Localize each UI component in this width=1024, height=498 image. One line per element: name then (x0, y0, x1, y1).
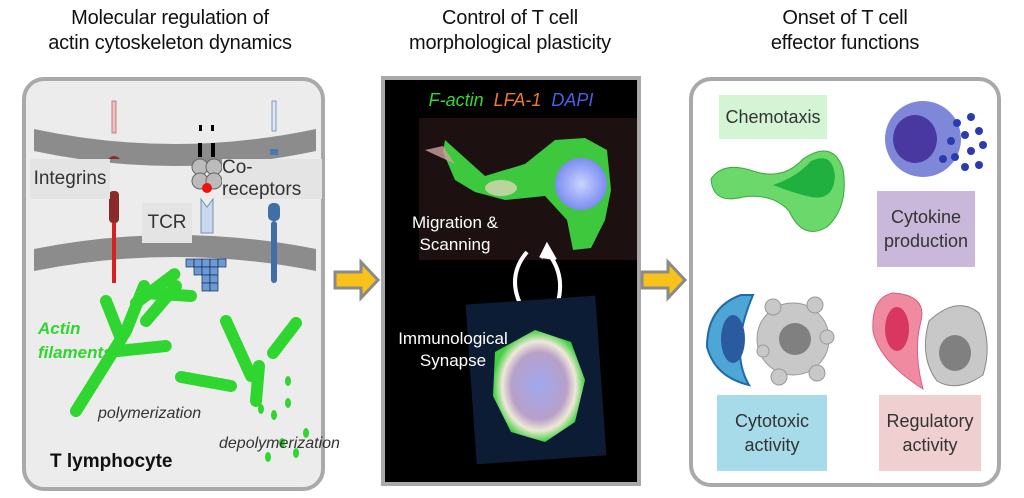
microscopy-images (419, 118, 637, 465)
co-receptors-label: Co-receptors (222, 157, 322, 200)
stain-lfa-1: LFA-1 (493, 90, 542, 110)
stain-dapi: DAPI (551, 90, 594, 110)
label-line: production (883, 231, 969, 251)
chemotaxis-box: Chemotaxis (719, 95, 827, 139)
membrane-diagram (34, 100, 316, 462)
polymerization-label: polymerization (98, 405, 202, 422)
label-line: Immunological (398, 329, 508, 348)
integrins-label: Integrins (30, 159, 110, 199)
cytotoxic-activity-box: Cytotoxic activity (717, 395, 827, 471)
tcr-icon (185, 125, 227, 292)
panel-morphological-plasticity: F-actin LFA-1 DAPI (381, 76, 641, 486)
title-line: Control of T cell (442, 7, 578, 29)
effector-illustrations (705, 101, 988, 391)
title-effector-functions: Onset of T cell effector functions (690, 6, 1000, 56)
cytokine-cell-icon (885, 101, 987, 177)
title-actin-regulation: Molecular regulation of actin cytoskelet… (20, 6, 320, 56)
actin-monomers-icon (258, 376, 309, 462)
title-morphological-plasticity: Control of T cell morphological plastici… (370, 6, 650, 56)
immunological-synapse-label: Immunological Synapse (393, 328, 513, 372)
label-line: Regulatory (886, 411, 974, 431)
cytokine-production-box: Cytokine production (877, 191, 975, 267)
label-line: Migration & (412, 213, 498, 232)
label-line: Synapse (419, 351, 487, 370)
cytotoxic-cell-icon (705, 294, 835, 387)
arrow-right-icon (333, 258, 381, 302)
chemotaxis-cell-icon (710, 150, 845, 232)
depolymerization-label: depolymerization (219, 435, 340, 452)
label-line: Scanning (419, 235, 491, 254)
upper-membrane (34, 129, 316, 166)
label-line: activity (744, 435, 800, 455)
panel-effector-functions: Chemotaxis Cytokine production Cytotoxic… (689, 77, 1001, 487)
stain-legend: F-actin LFA-1 DAPI (385, 90, 637, 111)
title-line: effector functions (770, 32, 920, 54)
label-line: Cytokine (890, 207, 962, 227)
arrow-right-icon (640, 258, 688, 302)
regulatory-activity-box: Regulatory activity (879, 395, 981, 471)
co-receptor-icon (268, 100, 280, 283)
stain-f-actin: F-actin (428, 90, 484, 110)
label-line: activity (902, 435, 958, 455)
label-line: filaments (38, 343, 113, 362)
label-line: Actin (38, 319, 81, 338)
lower-membrane (34, 235, 316, 271)
t-lymphocyte-label: T lymphocyte (50, 451, 173, 472)
panel-actin-regulation: Integrins TCR Co-receptors Actin filamen… (22, 77, 340, 491)
title-line: Onset of T cell (782, 7, 908, 29)
title-line: Molecular regulation of (71, 7, 269, 29)
actin-filaments-label: Actin filaments (38, 317, 113, 365)
actin-filaments-icon (70, 267, 302, 417)
migrating-cell-image (419, 118, 637, 260)
label-line: Cytotoxic (734, 411, 810, 431)
integrin-icon (108, 100, 120, 283)
title-line: actin cytoskeleton dynamics (48, 32, 292, 54)
regulatory-cell-icon (872, 292, 988, 391)
migration-scanning-label: Migration & Scanning (405, 212, 505, 256)
title-line: morphological plasticity (409, 32, 611, 54)
synapse-cell-image (465, 295, 607, 465)
tcr-label: TCR (142, 203, 192, 243)
